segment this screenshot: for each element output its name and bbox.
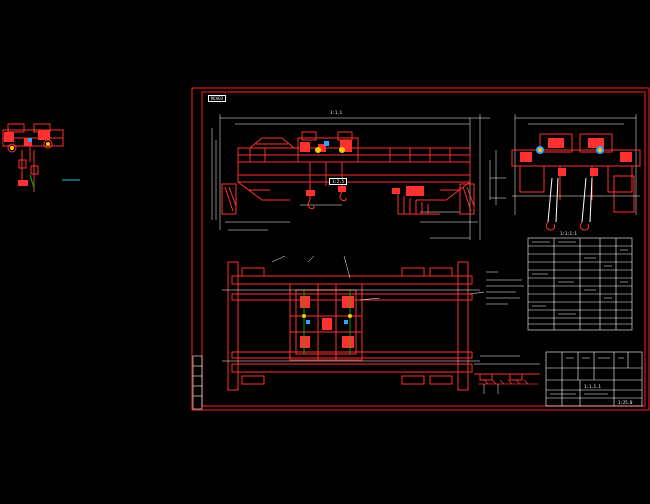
- stamp-label: 1:1.1: [330, 110, 343, 115]
- title-block-ticks: [550, 357, 624, 395]
- title-block-scale: 1:25.0: [618, 400, 633, 405]
- front-elevation-view[interactable]: [211, 114, 506, 240]
- sheet-frame-outer: [191, 87, 650, 411]
- binding-strip: [192, 355, 203, 410]
- technical-notes: [486, 271, 524, 305]
- sheet-tag: MCAD3: [208, 95, 227, 102]
- specification-table: [527, 237, 633, 331]
- hoist-tag: 1:2.5: [329, 178, 348, 185]
- title-block: [545, 351, 643, 407]
- spec-table-header: 1:1:1:1: [560, 231, 577, 236]
- sheet-frame-inner: [201, 91, 646, 407]
- title-block-drawing-no: 1:1.1.1: [584, 384, 601, 389]
- specification-table-ticks: [532, 241, 628, 315]
- thumbnail-preview[interactable]: [2, 123, 80, 192]
- rail-detail: [474, 355, 540, 394]
- side-elevation-view[interactable]: [511, 114, 641, 231]
- plan-view[interactable]: [222, 255, 485, 391]
